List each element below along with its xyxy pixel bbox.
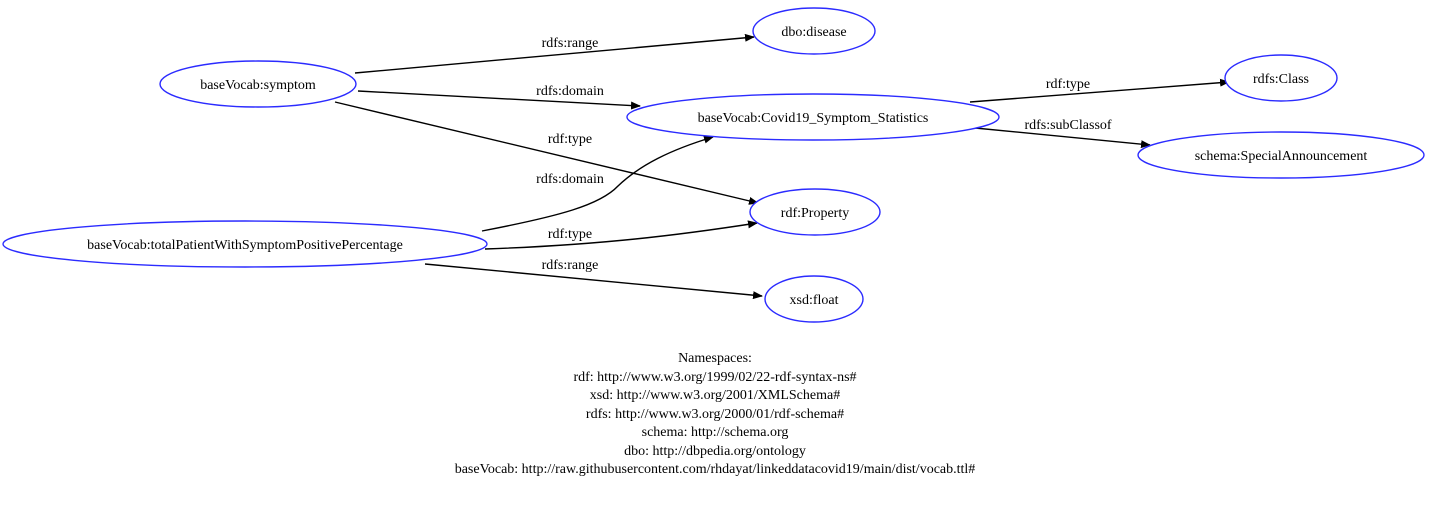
node-symptom: baseVocab:symptom [159, 60, 357, 108]
edge-label-total-range: rdfs:range [542, 258, 599, 273]
edge-covid-type-class [969, 78, 1230, 103]
edge-label-covid-subclass: rdfs:subClassof [1024, 118, 1111, 133]
node-label: baseVocab:Covid19_Symptom_Statistics [698, 111, 929, 126]
node-label: baseVocab:symptom [200, 78, 316, 93]
node-xsd-float: xsd:float [764, 275, 864, 323]
edge-total-domain-covid-stats [481, 135, 714, 232]
rdf-vocabulary-graph: rdfs:range rdfs:domain rdf:type rdfs:dom… [2, 7, 1425, 323]
edge-label-total-type: rdf:type [548, 227, 592, 242]
namespace-line-schema: schema: http://schema.org [641, 425, 789, 440]
node-rdfs-class: rdfs:Class [1224, 54, 1338, 102]
node-label: schema:SpecialAnnouncement [1195, 149, 1368, 164]
node-label: rdf:Property [781, 206, 849, 221]
namespace-line-dbo: dbo: http://dbpedia.org/ontology [624, 443, 806, 459]
namespace-line-basevocab: baseVocab: http://raw.githubusercontent.… [454, 462, 976, 477]
edge-covid-subclass-announcement [974, 127, 1151, 149]
namespace-line-rdf: rdf: http://www.w3.org/1999/02/22-rdf-sy… [573, 369, 857, 385]
edge-total-type-property [484, 220, 758, 250]
node-label: baseVocab:totalPatientWithSymptomPositiv… [87, 238, 403, 253]
node-dbo-disease: dbo:disease [752, 7, 876, 55]
namespace-line-xsd: xsd: http://www.w3.org/2001/XMLSchema# [589, 388, 841, 403]
node-total-patient: baseVocab:totalPatientWithSymptomPositiv… [2, 220, 488, 268]
namespaces-legend: Namespaces: rdf: http://www.w3.org/1999/… [0, 350, 1430, 480]
node-label: rdfs:Class [1253, 72, 1309, 87]
node-special-announcement: schema:SpecialAnnouncement [1137, 131, 1425, 179]
namespace-line-rdfs: rdfs: http://www.w3.org/2000/01/rdf-sche… [585, 406, 845, 422]
edge-symptom-range-disease [354, 33, 755, 74]
node-covid-stats: baseVocab:Covid19_Symptom_Statistics [626, 93, 1000, 141]
edge-label-total-domain: rdfs:domain [536, 172, 604, 187]
node-label: dbo:disease [781, 25, 846, 40]
edge-symptom-type-property [334, 101, 759, 205]
namespaces-heading: Namespaces: [678, 351, 752, 366]
node-rdf-property: rdf:Property [749, 188, 881, 236]
node-label: xsd:float [790, 293, 839, 308]
edge-symptom-domain-covid-stats [357, 90, 641, 110]
edge-label-symptom-domain: rdfs:domain [536, 84, 604, 99]
edge-label-covid-type: rdf:type [1046, 77, 1090, 92]
edge-total-range-float [424, 263, 763, 300]
edge-label-symptom-range: rdfs:range [542, 36, 599, 51]
edge-label-symptom-type: rdf:type [548, 132, 592, 147]
